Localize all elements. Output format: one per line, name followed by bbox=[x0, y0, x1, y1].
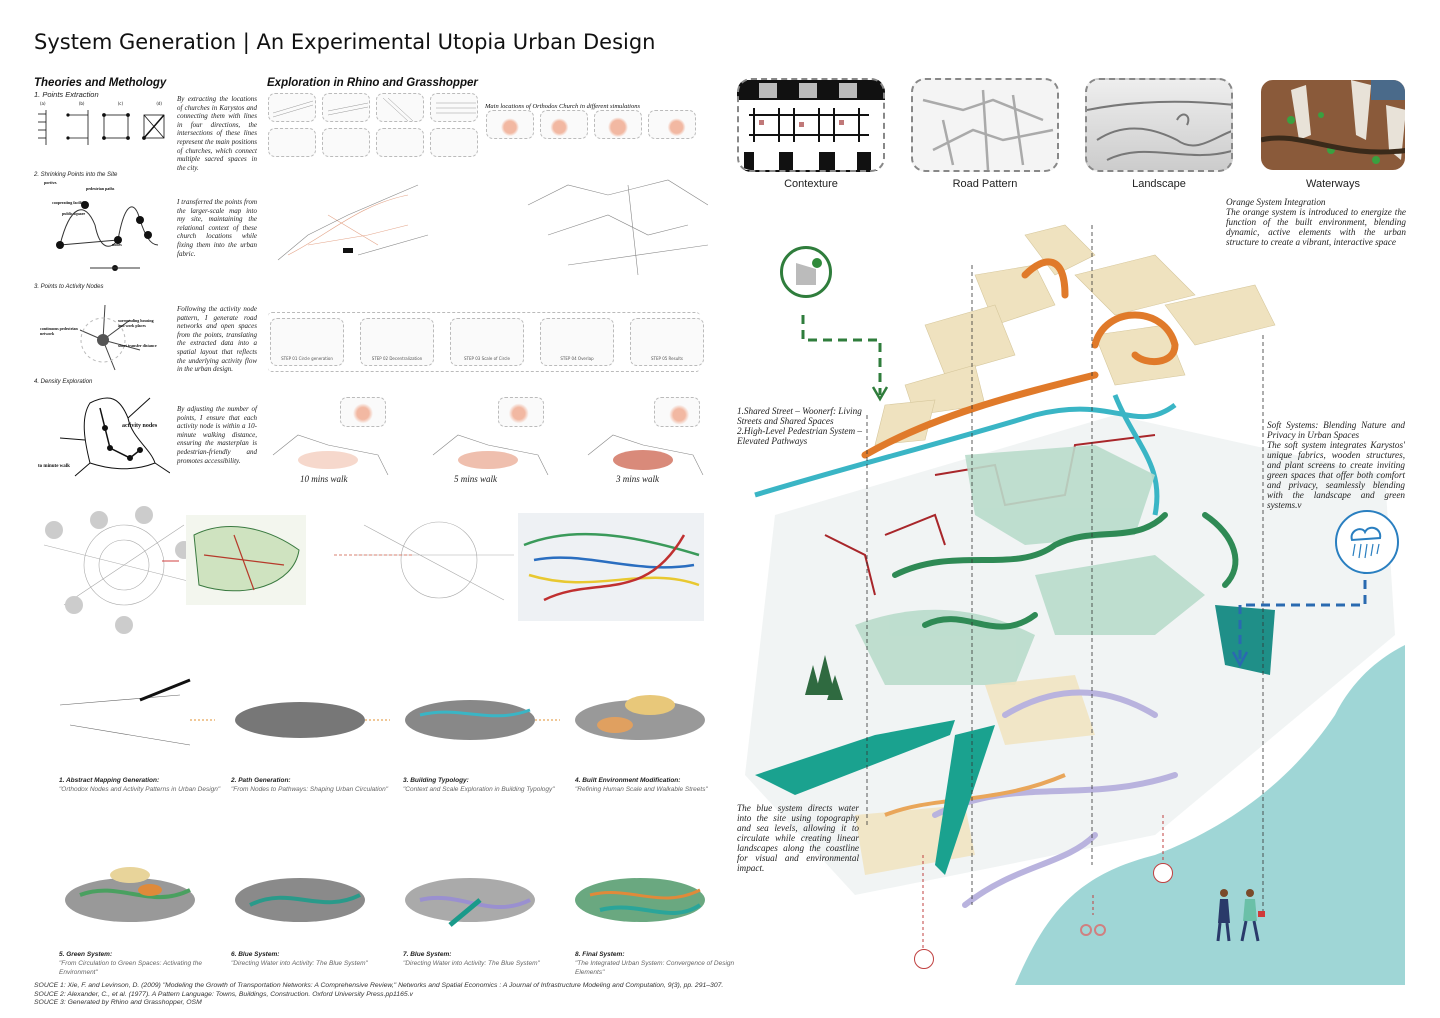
tram-icon bbox=[1153, 863, 1173, 883]
process-row-2 bbox=[40, 845, 710, 945]
walk-label: 3 mins walk bbox=[616, 474, 660, 484]
step-label: STEP 04 Overlap bbox=[560, 356, 594, 361]
site-maps bbox=[277, 179, 708, 276]
section-text: By adjusting the number of points, I ens… bbox=[177, 405, 257, 465]
density-diagram bbox=[60, 397, 170, 477]
thumbnail-road-pattern: Road Pattern bbox=[911, 78, 1059, 190]
process-step-6: 6. Blue System:"Directing Water into Act… bbox=[231, 951, 368, 967]
diagram-label: (c) bbox=[117, 101, 124, 106]
diagram-label: pedestrian paths bbox=[86, 186, 115, 191]
section-text: Following the activity node pattern, I g… bbox=[177, 305, 257, 374]
walk-density-maps: 10 mins walk 5 mins walk 3 mins walk bbox=[268, 395, 708, 485]
process-row-1 bbox=[40, 665, 710, 770]
source-3: SOUCE 3: Generated by Rhino and Grasshop… bbox=[34, 999, 202, 1006]
activity-nodes-diagram bbox=[79, 304, 141, 371]
thumbnail-label: Waterways bbox=[1306, 178, 1360, 190]
source-1: SOUCE 1: Xie, F. and Levinson, D. (2009)… bbox=[34, 982, 724, 989]
walk-label: 5 mins walk bbox=[454, 474, 498, 484]
shrinking-points-diagram bbox=[56, 201, 159, 271]
thumbnail-label: Landscape bbox=[1132, 178, 1186, 190]
step-label: STEP 01 Circle generation bbox=[281, 356, 333, 361]
sources: SOUCE 1: Xie, F. and Levinson, D. (2009)… bbox=[34, 982, 854, 1008]
bicycle-icon bbox=[1080, 915, 1106, 937]
orange-system bbox=[874, 224, 1276, 446]
axonometric-system-diagram bbox=[745, 224, 1405, 985]
orange-system-text: Orange System Integration The orange sys… bbox=[1226, 197, 1406, 247]
process-step-2: 2. Path Generation:"From Nodes to Pathwa… bbox=[231, 777, 389, 793]
section-text: By extracting the locations of churches … bbox=[177, 95, 257, 172]
pedestrians-icon bbox=[1210, 885, 1270, 945]
walk-label: 10 mins walk bbox=[300, 474, 348, 484]
diagram-label: nodes bbox=[112, 242, 122, 247]
section-text: I transferred the points from the larger… bbox=[177, 198, 257, 258]
step-label: STEP 05 Results bbox=[651, 356, 683, 361]
church-simulations bbox=[486, 110, 698, 140]
points-extraction-diagram bbox=[38, 110, 165, 145]
diagram-label: portive. bbox=[44, 180, 58, 185]
green-system-icon bbox=[780, 246, 832, 298]
diagram-label: short transfer distance bbox=[118, 343, 157, 348]
step-sequence: STEP 01 Circle generation STEP 02 Decent… bbox=[264, 312, 704, 372]
diagram-label: public square bbox=[62, 211, 86, 216]
section-label: 4. Density Exploration bbox=[34, 379, 93, 385]
thumbnail-contexture: Contexture bbox=[737, 78, 885, 190]
process-step-1: 1. Abstract Mapping Generation:"Orthodox… bbox=[59, 777, 221, 793]
section-label: 3. Points to Activity Nodes bbox=[34, 284, 104, 290]
exploration-heading: Exploration in Rhino and Grasshopper bbox=[267, 77, 478, 89]
church-caption: Main locations of Orthodox Church in dif… bbox=[485, 103, 640, 110]
shared-street-text: 1.Shared Street – Woonerf: Living Street… bbox=[737, 406, 863, 446]
diagram-label: (d) bbox=[156, 101, 162, 106]
diagram-label: (a) bbox=[40, 101, 46, 106]
theories-heading: Theories and Methology bbox=[34, 77, 167, 89]
thumbnail-label: Road Pattern bbox=[952, 178, 1018, 190]
mapping-collage bbox=[34, 505, 709, 640]
diagram-label: surrounding housing and work places bbox=[118, 318, 154, 328]
base-layer bbox=[745, 415, 1395, 895]
source-2: SOUCE 2: Alexander, C., et al. (1977). A… bbox=[34, 990, 413, 998]
green-system bbox=[855, 445, 1205, 685]
thumbnail-landscape: Landscape bbox=[1085, 78, 1233, 190]
diagram-label: (b) bbox=[78, 101, 85, 106]
diagram-label: cooperating facilities bbox=[52, 200, 88, 205]
sea bbox=[1015, 645, 1405, 985]
process-step-5: 5. Green System:"From Circulation to Gre… bbox=[59, 951, 202, 976]
grasshopper-grid bbox=[268, 93, 480, 157]
process-step-8: 8. Final System:"The Integrated Urban Sy… bbox=[575, 951, 735, 976]
diagram-label: continuous pedestrian network bbox=[40, 326, 78, 336]
diagram-label: activity nodes bbox=[122, 423, 158, 429]
process-step-4: 4. Built Environment Modification:"Refin… bbox=[575, 777, 708, 793]
step-label: STEP 03 Scale of Circle bbox=[464, 356, 510, 361]
process-step-7: 7. Blue System:"Directing Water into Act… bbox=[403, 951, 540, 967]
thumbnail-waterways: Waterways bbox=[1259, 78, 1407, 190]
step-label: STEP 02 Decentralization bbox=[371, 356, 423, 361]
blue-system-text: The blue system directs water into the s… bbox=[737, 803, 859, 873]
rain-water-icon bbox=[1335, 510, 1399, 574]
poster-title: System Generation | An Experimental Utop… bbox=[34, 30, 656, 54]
soft-system-text: Soft Systems: Blending Nature and Privac… bbox=[1267, 420, 1405, 510]
process-step-3: 3. Building Typology:"Context and Scale … bbox=[403, 777, 555, 793]
diagram-label: to minute walk bbox=[38, 464, 70, 469]
section-label: 2. Shrinking Points into the Site bbox=[34, 172, 118, 178]
tram-icon bbox=[914, 949, 934, 969]
thumbnail-label: Contexture bbox=[784, 178, 838, 190]
section-label: 1. Points Extraction bbox=[34, 90, 99, 99]
